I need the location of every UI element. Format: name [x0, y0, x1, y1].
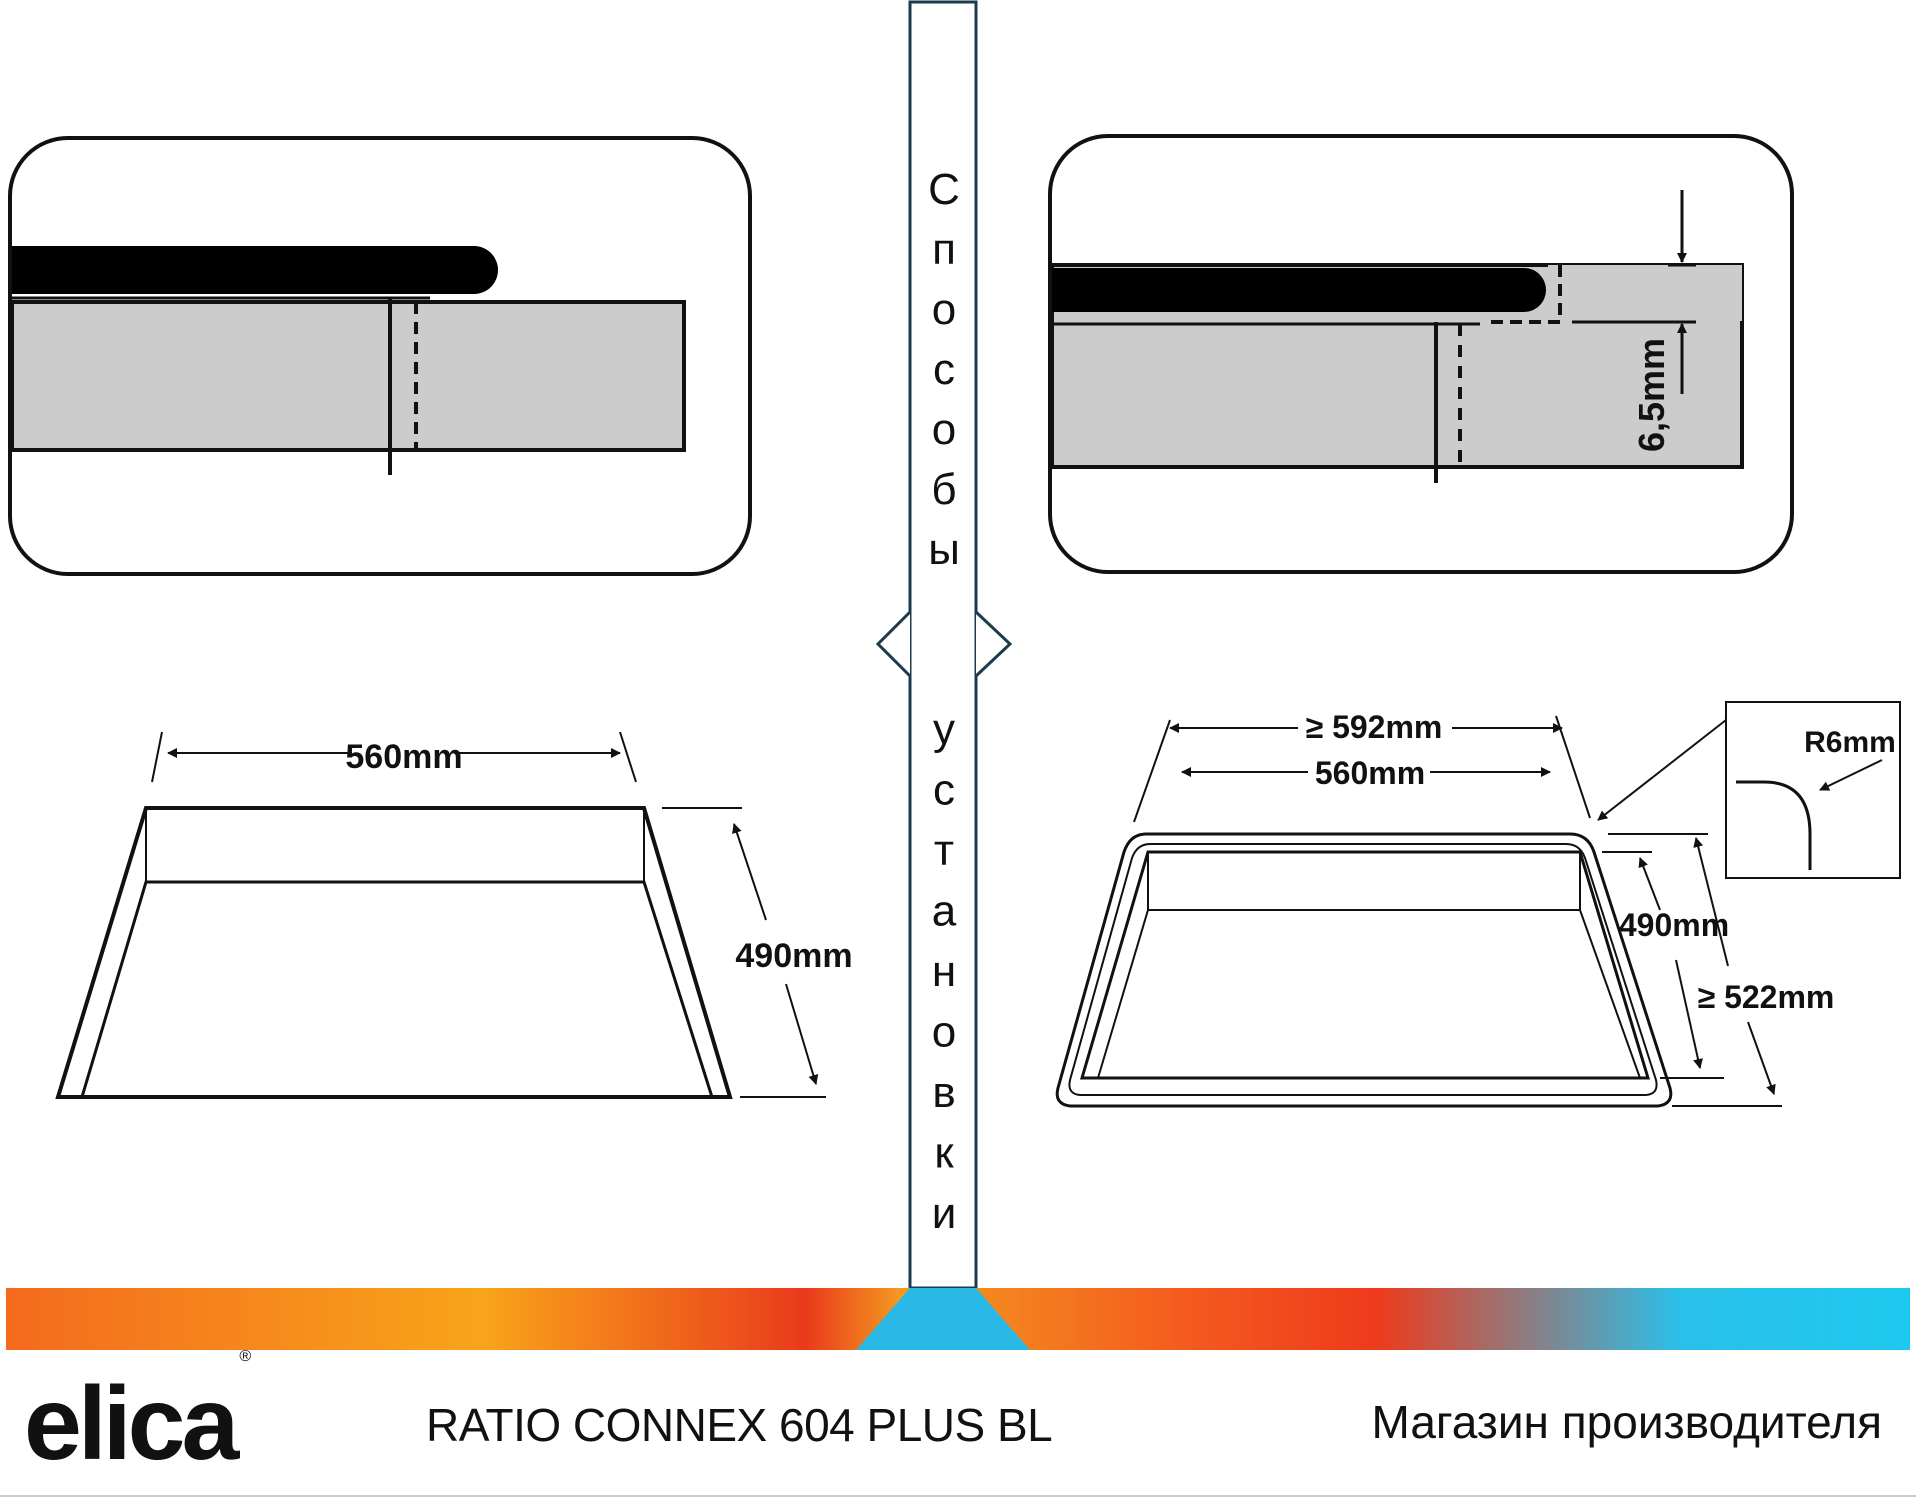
- radius-label: R6mm: [1804, 726, 1896, 759]
- right-inner-width-label: 560mm: [1315, 755, 1425, 791]
- left-chevron-icon: [875, 610, 912, 678]
- store-name: Магазин производителя: [1371, 1396, 1882, 1448]
- footer-color-band: [0, 1288, 1916, 1497]
- left-worktop: [10, 300, 686, 452]
- vertical-title-letter: С: [928, 165, 960, 214]
- left-cutout-drawing: 560mm 490mm: [55, 731, 853, 1099]
- vertical-title-letter: о: [932, 285, 956, 334]
- radius-detail-box: [1725, 701, 1901, 879]
- right-inner-depth-label: 490mm: [1619, 907, 1729, 943]
- vertical-title-letter: п: [932, 225, 956, 274]
- right-cutout-drawing: ≥ 592mm 560mm 490mm ≥ 522mm R6mm: [1055, 701, 1901, 1108]
- right-chevron-icon: [974, 610, 1013, 678]
- vertical-title-letter: к: [934, 1129, 954, 1178]
- right-outer-depth-label: ≥ 522mm: [1698, 979, 1835, 1015]
- left-mount-detail: [8, 136, 752, 576]
- elica-logo: elica®: [24, 1348, 252, 1482]
- vertical-title-letter: н: [932, 947, 956, 996]
- vertical-title-letter: с: [933, 345, 955, 394]
- right-mount-detail: 6,5mm: [1048, 134, 1794, 574]
- vertical-title-letter: с: [933, 766, 955, 815]
- product-name: RATIO CONNEX 604 PLUS BL: [426, 1399, 1053, 1451]
- vertical-title-letter: ы: [928, 525, 960, 574]
- vertical-title-letter: о: [932, 405, 956, 454]
- right-hob-glass: [1052, 268, 1546, 312]
- left-hob-glass: [12, 246, 498, 294]
- left-depth-label: 490mm: [735, 937, 852, 975]
- vertical-title-letter: б: [931, 465, 956, 514]
- right-detail-depth-label: 6,5mm: [1631, 338, 1672, 452]
- vertical-title-letter: а: [932, 887, 957, 936]
- left-width-label: 560mm: [345, 738, 462, 776]
- vertical-title-letter: т: [934, 826, 954, 875]
- right-outer-width-label: ≥ 592mm: [1306, 709, 1443, 745]
- vertical-title-letter: в: [932, 1068, 955, 1117]
- vertical-title-letter: и: [932, 1189, 957, 1238]
- vertical-title-letter: у: [933, 705, 955, 754]
- vertical-title-letter: о: [932, 1008, 956, 1057]
